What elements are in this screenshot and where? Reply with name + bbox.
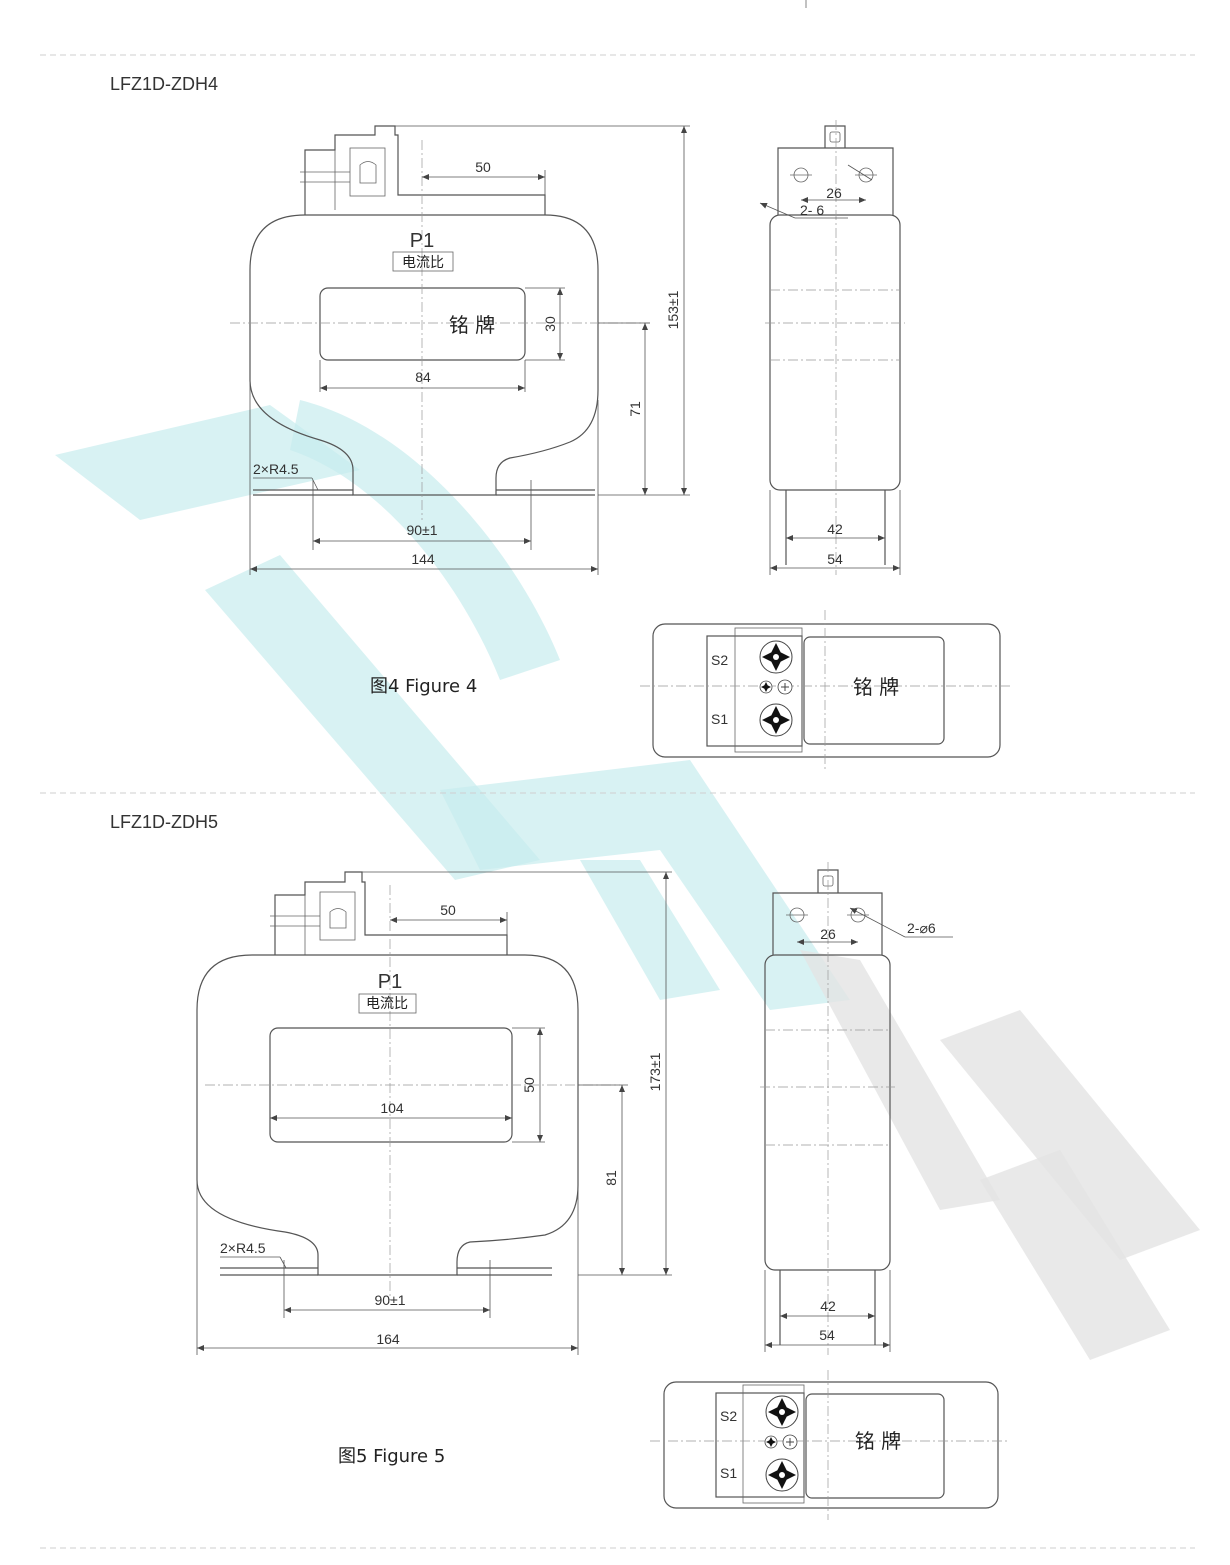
terminal-cover [742, 1384, 805, 1504]
terminal-s2: S2 [711, 652, 728, 668]
ratio-label: 电流比 [402, 255, 444, 271]
ground-cross-icon [786, 1438, 794, 1446]
terminal-label-p1: P1 [378, 971, 402, 993]
side-terminal-plate [777, 147, 894, 215]
dim-leader [759, 202, 796, 219]
terminal-bolt [359, 161, 377, 184]
dim-hole-spacing: 90±1 [406, 522, 437, 538]
dim-center-height: 71 [627, 401, 643, 417]
bottom-nameplate-label: 铭 牌 [855, 1429, 901, 1453]
terminal-cover [734, 627, 803, 753]
dim-window-width: 104 [380, 1100, 404, 1116]
terminal-clamp [319, 891, 356, 941]
model-title-5: LFZ1D-ZDH5 [110, 812, 218, 832]
dim-total-height: 153±1 [665, 290, 681, 329]
bottom-nameplate [805, 1393, 945, 1499]
dim-side-total-width: 54 [819, 1327, 835, 1343]
dim-window-height: 50 [521, 1077, 537, 1093]
side-terminal-tab [824, 125, 846, 148]
side-body [764, 954, 891, 1271]
dim-side-holes: 2-⌀6 [907, 920, 936, 936]
model-title-4: LFZ1D-ZDH4 [110, 74, 218, 94]
dim-side-inner-width: 42 [820, 1298, 836, 1314]
side-view-4: 26 2- 6 42 54 [759, 120, 905, 575]
watermark-stroke-6 [800, 950, 1000, 1210]
side-terminal-plate [772, 892, 883, 955]
side-base [785, 490, 886, 565]
dim-total-width: 144 [411, 551, 435, 567]
dim-total-height: 173±1 [647, 1052, 663, 1091]
dim-side-holes: 2- 6 [800, 202, 824, 218]
ground-cross-icon [781, 683, 789, 691]
dim-total-width: 164 [376, 1331, 400, 1347]
ratio-label-box [358, 993, 417, 1014]
transformer-body [249, 214, 599, 496]
watermark-stroke-5 [580, 860, 720, 1000]
bottom-nameplate-label: 铭 牌 [853, 675, 899, 699]
front-view-5: P1 电流比 50 104 50 81 173±1 2×R4.5 90±1 [196, 871, 672, 1355]
dim-side-total-width: 54 [827, 551, 843, 567]
figure-caption-4: 图4 Figure 4 [370, 676, 477, 697]
dim-side-hole-spacing: 26 [820, 926, 836, 942]
bottom-nameplate [803, 636, 945, 745]
dim-radius: 2×R4.5 [253, 461, 299, 477]
dim-radius: 2×R4.5 [220, 1240, 266, 1256]
bottom-view-5: S2 S1 铭 牌 [650, 1370, 1010, 1520]
nameplate-window [319, 287, 526, 361]
dim-center-height: 81 [603, 1170, 619, 1186]
terminal-clamp [349, 147, 386, 197]
dim-window-height: 30 [542, 316, 558, 332]
ground-screw [764, 1435, 778, 1449]
nameplate-label: 铭 牌 [449, 313, 495, 337]
ratio-label-box [392, 251, 454, 272]
dim-leader [849, 907, 906, 938]
bottom-view-4: S2 S1 铭 牌 [640, 610, 1010, 770]
dim-leader [279, 1256, 287, 1269]
terminal-s2: S2 [720, 1408, 737, 1424]
side-terminal-slot [829, 131, 841, 143]
dim-side-hole-spacing: 26 [826, 185, 842, 201]
transformer-body [196, 954, 579, 1276]
dim-side-inner-width: 42 [827, 521, 843, 537]
side-view-5: 26 2-⌀6 42 54 [760, 862, 953, 1355]
front-view-4: P1 电流比 铭 牌 50 84 30 71 153±1 2×R4.5 [230, 125, 690, 575]
terminal-label-p1: P1 [410, 230, 434, 252]
bottom-outline [663, 1381, 999, 1509]
terminal-s1: S1 [711, 711, 728, 727]
terminal-block [274, 871, 508, 955]
watermark-stroke-4 [440, 760, 850, 1010]
dim-hole-spacing: 90±1 [374, 1292, 405, 1308]
dim-window-width: 84 [415, 369, 431, 385]
watermark-logo [55, 400, 1200, 1360]
terminal-screw-s2 [759, 640, 793, 674]
side-base [779, 1270, 876, 1345]
terminal-block [304, 125, 546, 215]
bottom-outline [652, 623, 1001, 758]
terminal-screw-s1 [759, 703, 793, 737]
terminal-screw-s1 [765, 1458, 799, 1492]
watermark-stroke-1 [55, 405, 360, 520]
ground-screw [759, 680, 773, 694]
dim-top-offset: 50 [475, 159, 491, 175]
dim-top-offset: 50 [440, 902, 456, 918]
figure-caption-5: 图5 Figure 5 [338, 1446, 445, 1467]
side-body [769, 214, 901, 491]
ratio-label: 电流比 [366, 996, 408, 1012]
base-flange [253, 489, 595, 496]
base-flange [220, 1267, 552, 1276]
terminal-screw-s2 [765, 1395, 799, 1429]
watermark-stroke-7 [940, 1010, 1200, 1260]
terminal-s1: S1 [720, 1465, 737, 1481]
terminal-bolt [329, 908, 347, 929]
watermark-stroke-8 [980, 1150, 1170, 1360]
dim-leader [847, 164, 873, 181]
